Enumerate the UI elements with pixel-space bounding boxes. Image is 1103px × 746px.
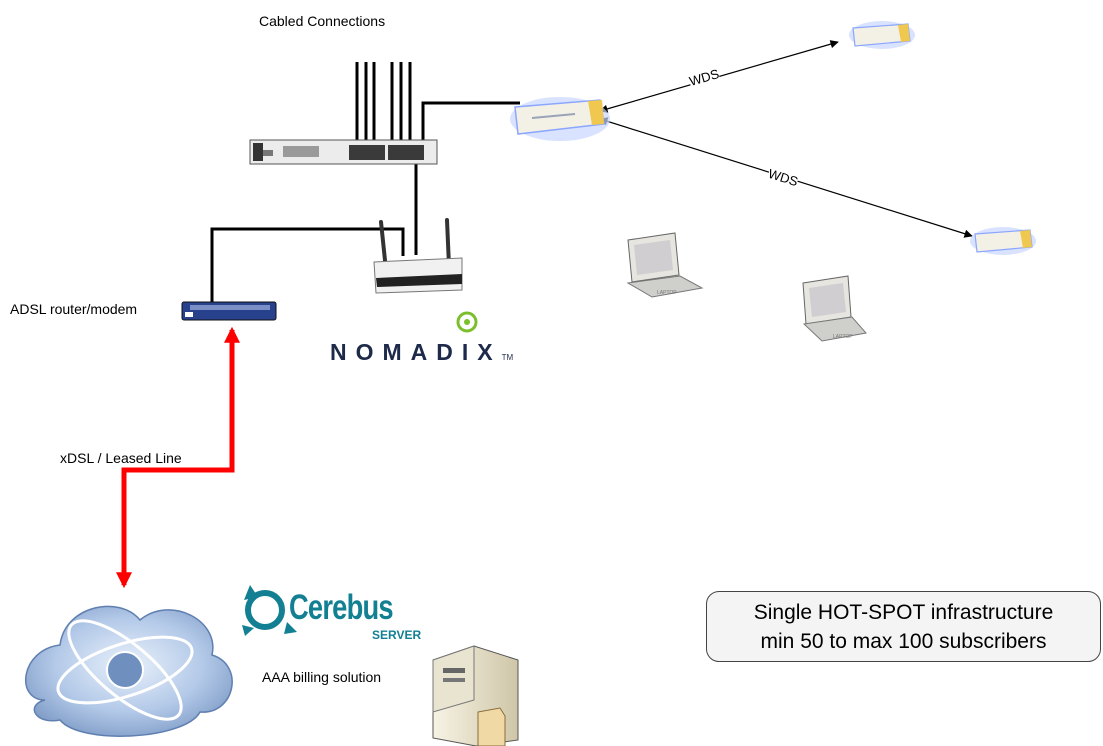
internet-cloud-icon xyxy=(25,605,233,737)
cabled-connections-label: Cabled Connections xyxy=(259,13,386,29)
nomadix-tm: TM xyxy=(501,353,514,362)
xdsl-line-label: xDSL / Leased Line xyxy=(60,450,182,466)
laptop-1 xyxy=(626,232,704,298)
laptop-2 xyxy=(802,275,867,342)
xdsl-link xyxy=(115,326,241,589)
hotspot-info-box: Single HOT-SPOT infrastructure min 50 to… xyxy=(706,591,1101,662)
aaa-billing-label: AAA billing solution xyxy=(262,669,382,685)
nomadix-gateway xyxy=(373,218,463,294)
cerebus-wordmark: Cerebus xyxy=(289,588,394,627)
adsl-router-label: ADSL router/modem xyxy=(10,301,138,317)
cerebus-subtitle: SERVER xyxy=(372,628,422,642)
laptop-2-label: LAPTOP xyxy=(833,334,853,340)
infobox-line-2: min 50 to max 100 subscribers xyxy=(760,630,1047,653)
nomadix-text: NOMADIX xyxy=(330,339,502,365)
switch-top-cables xyxy=(355,62,520,145)
infobox-line-1: Single HOT-SPOT infrastructure xyxy=(753,601,1054,624)
access-point-remote-right xyxy=(970,227,1036,255)
access-point-remote-top xyxy=(849,21,915,49)
server-icon xyxy=(432,645,519,746)
network-switch xyxy=(249,139,438,165)
modem-nomadix-cable xyxy=(210,227,405,302)
adsl-modem xyxy=(181,301,277,321)
access-point-main xyxy=(510,97,610,141)
laptop-1-label: LAPTOP xyxy=(657,290,677,296)
cerebus-logo-icon xyxy=(242,585,297,636)
nomadix-wordmark: NOMADIXTM xyxy=(330,339,513,366)
nomadix-logo-icon xyxy=(456,311,478,333)
